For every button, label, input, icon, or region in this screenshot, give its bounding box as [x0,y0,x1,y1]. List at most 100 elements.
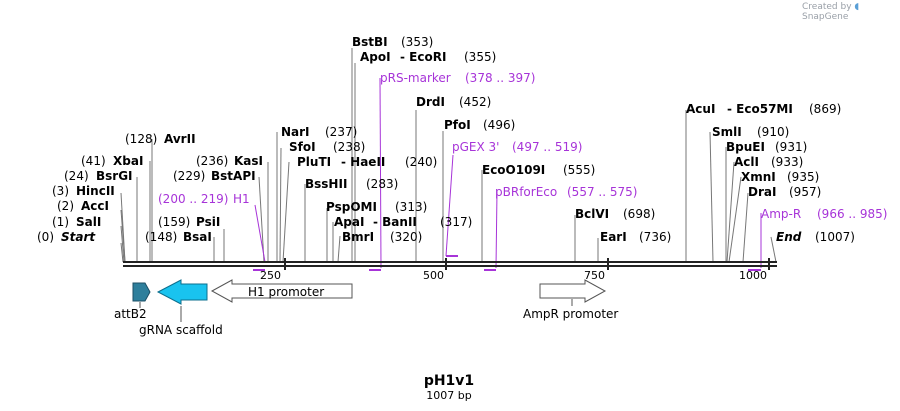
site-name: BclVI [575,207,609,221]
site-name: ApoI [360,50,391,64]
site-name-end: End [776,230,802,244]
site-position: (869) [809,102,841,116]
site-name: PsiI [196,215,220,229]
site-labels-left: (0) Start (1) SalI (2) AccI (3) HincII (… [37,132,263,244]
primer-range: (966 .. 985) [817,207,887,221]
site-name: BmrI [342,230,374,244]
ruler-labels: 250 500 750 1000 [260,269,767,282]
site-position: (317) [440,215,472,229]
feature-AmpR-promoter: AmpR promoter [523,279,618,321]
site-position: (236) [196,154,228,168]
site-position: (229) [173,169,205,183]
site-position: (148) [145,230,177,244]
tick-label: 250 [260,269,281,282]
site-position: (2) [57,199,74,213]
site-name: SfoI [289,140,316,154]
site-position: (1007) [815,230,855,244]
site-name: XmnI [741,170,776,184]
site-name: KasI [234,154,263,168]
site-position: (931) [775,140,807,154]
ampr-promoter-arrow-icon [539,279,607,303]
tick-label: 1000 [739,269,767,282]
site-name: PfoI [444,118,471,132]
site-position: (237) [325,125,357,139]
site-position: (128) [125,132,157,146]
site-position: (320) [390,230,422,244]
created-by-text: Created by [802,2,852,12]
site-name-start: Start [61,230,96,244]
site-position: (283) [366,177,398,191]
site-name: - EcoRI [400,50,446,64]
backbone [123,258,777,270]
site-position: (313) [395,200,427,214]
primer-range: (557 .. 575) [567,185,637,199]
site-name: PluTI [297,155,331,169]
site-name: AclI [734,155,759,169]
site-name: HincII [76,184,115,198]
site-position: (1) [52,215,69,229]
site-name: - HaeII [341,155,385,169]
primer-name: pGEX 3' [452,140,499,154]
site-name: AccI [81,199,109,213]
primer-range: (378 .. 397) [465,71,535,85]
snapgene-logo-icon: ◖ [854,2,860,12]
site-position: (452) [459,95,491,109]
feature-label: AmpR promoter [523,307,618,321]
primer-range: (497 .. 519) [512,140,582,154]
site-position: (935) [787,170,819,184]
site-position: (240) [405,155,437,169]
attB2-arrow-icon [132,282,151,302]
primer-marks [253,77,762,271]
primer-range: (200 .. 219) [158,192,228,206]
feature-H1-promoter: H1 promoter [210,279,353,303]
site-name: BsaI [183,230,212,244]
site-position: (933) [771,155,803,169]
site-name: AvrII [164,132,196,146]
site-labels-right: NarI (237) SfoI (238) PluTI - HaeII (240… [281,35,855,244]
created-by-credit: Created by ◖ SnapGene [802,2,900,22]
site-name: BstBI [352,35,388,49]
site-position: (41) [81,154,106,168]
feature-label: gRNA scaffold [139,323,223,337]
site-position: (24) [64,169,89,183]
site-name: - Eco57MI [727,102,793,116]
site-name: NarI [281,125,310,139]
tick-label: 500 [423,269,444,282]
site-position: (3) [52,184,69,198]
site-name: - BanII [373,215,417,229]
site-position: (957) [789,185,821,199]
site-name: EarI [600,230,627,244]
site-position: (353) [401,35,433,49]
feature-attB2: attB2 [114,282,151,321]
site-name: SmlI [712,125,742,139]
plasmid-name: pH1v1 [424,373,474,389]
plasmid-length: 1007 bp [426,389,471,402]
brand-name: SnapGene [802,12,849,22]
primer-labels: (200 .. 219) H1 pRS-marker (378 .. 397) … [158,71,887,221]
site-name: ApaI [334,215,364,229]
site-name: PspOMI [326,200,377,214]
site-position: (496) [483,118,515,132]
site-position: (238) [333,140,365,154]
site-name: DrdI [416,95,445,109]
site-name: SalI [76,215,101,229]
site-name: DraI [748,185,776,199]
feature-label: H1 promoter [248,285,324,299]
site-name: BpuEI [726,140,765,154]
site-name: EcoO109I [482,163,545,177]
tick-label: 750 [584,269,605,282]
site-name: AcuI [686,102,715,116]
site-position: (910) [757,125,789,139]
site-leader-lines [120,48,777,263]
site-position: (736) [639,230,671,244]
primer-name: pRS-marker [380,71,451,85]
site-name: BstAPI [211,169,256,183]
site-position: (355) [464,50,496,64]
site-name: BssHII [305,177,347,191]
h1-promoter-arrow-icon [210,279,353,303]
site-position: (159) [158,215,190,229]
site-position: (0) [37,230,54,244]
site-name: BsrGI [96,169,133,183]
site-name: XbaI [113,154,143,168]
